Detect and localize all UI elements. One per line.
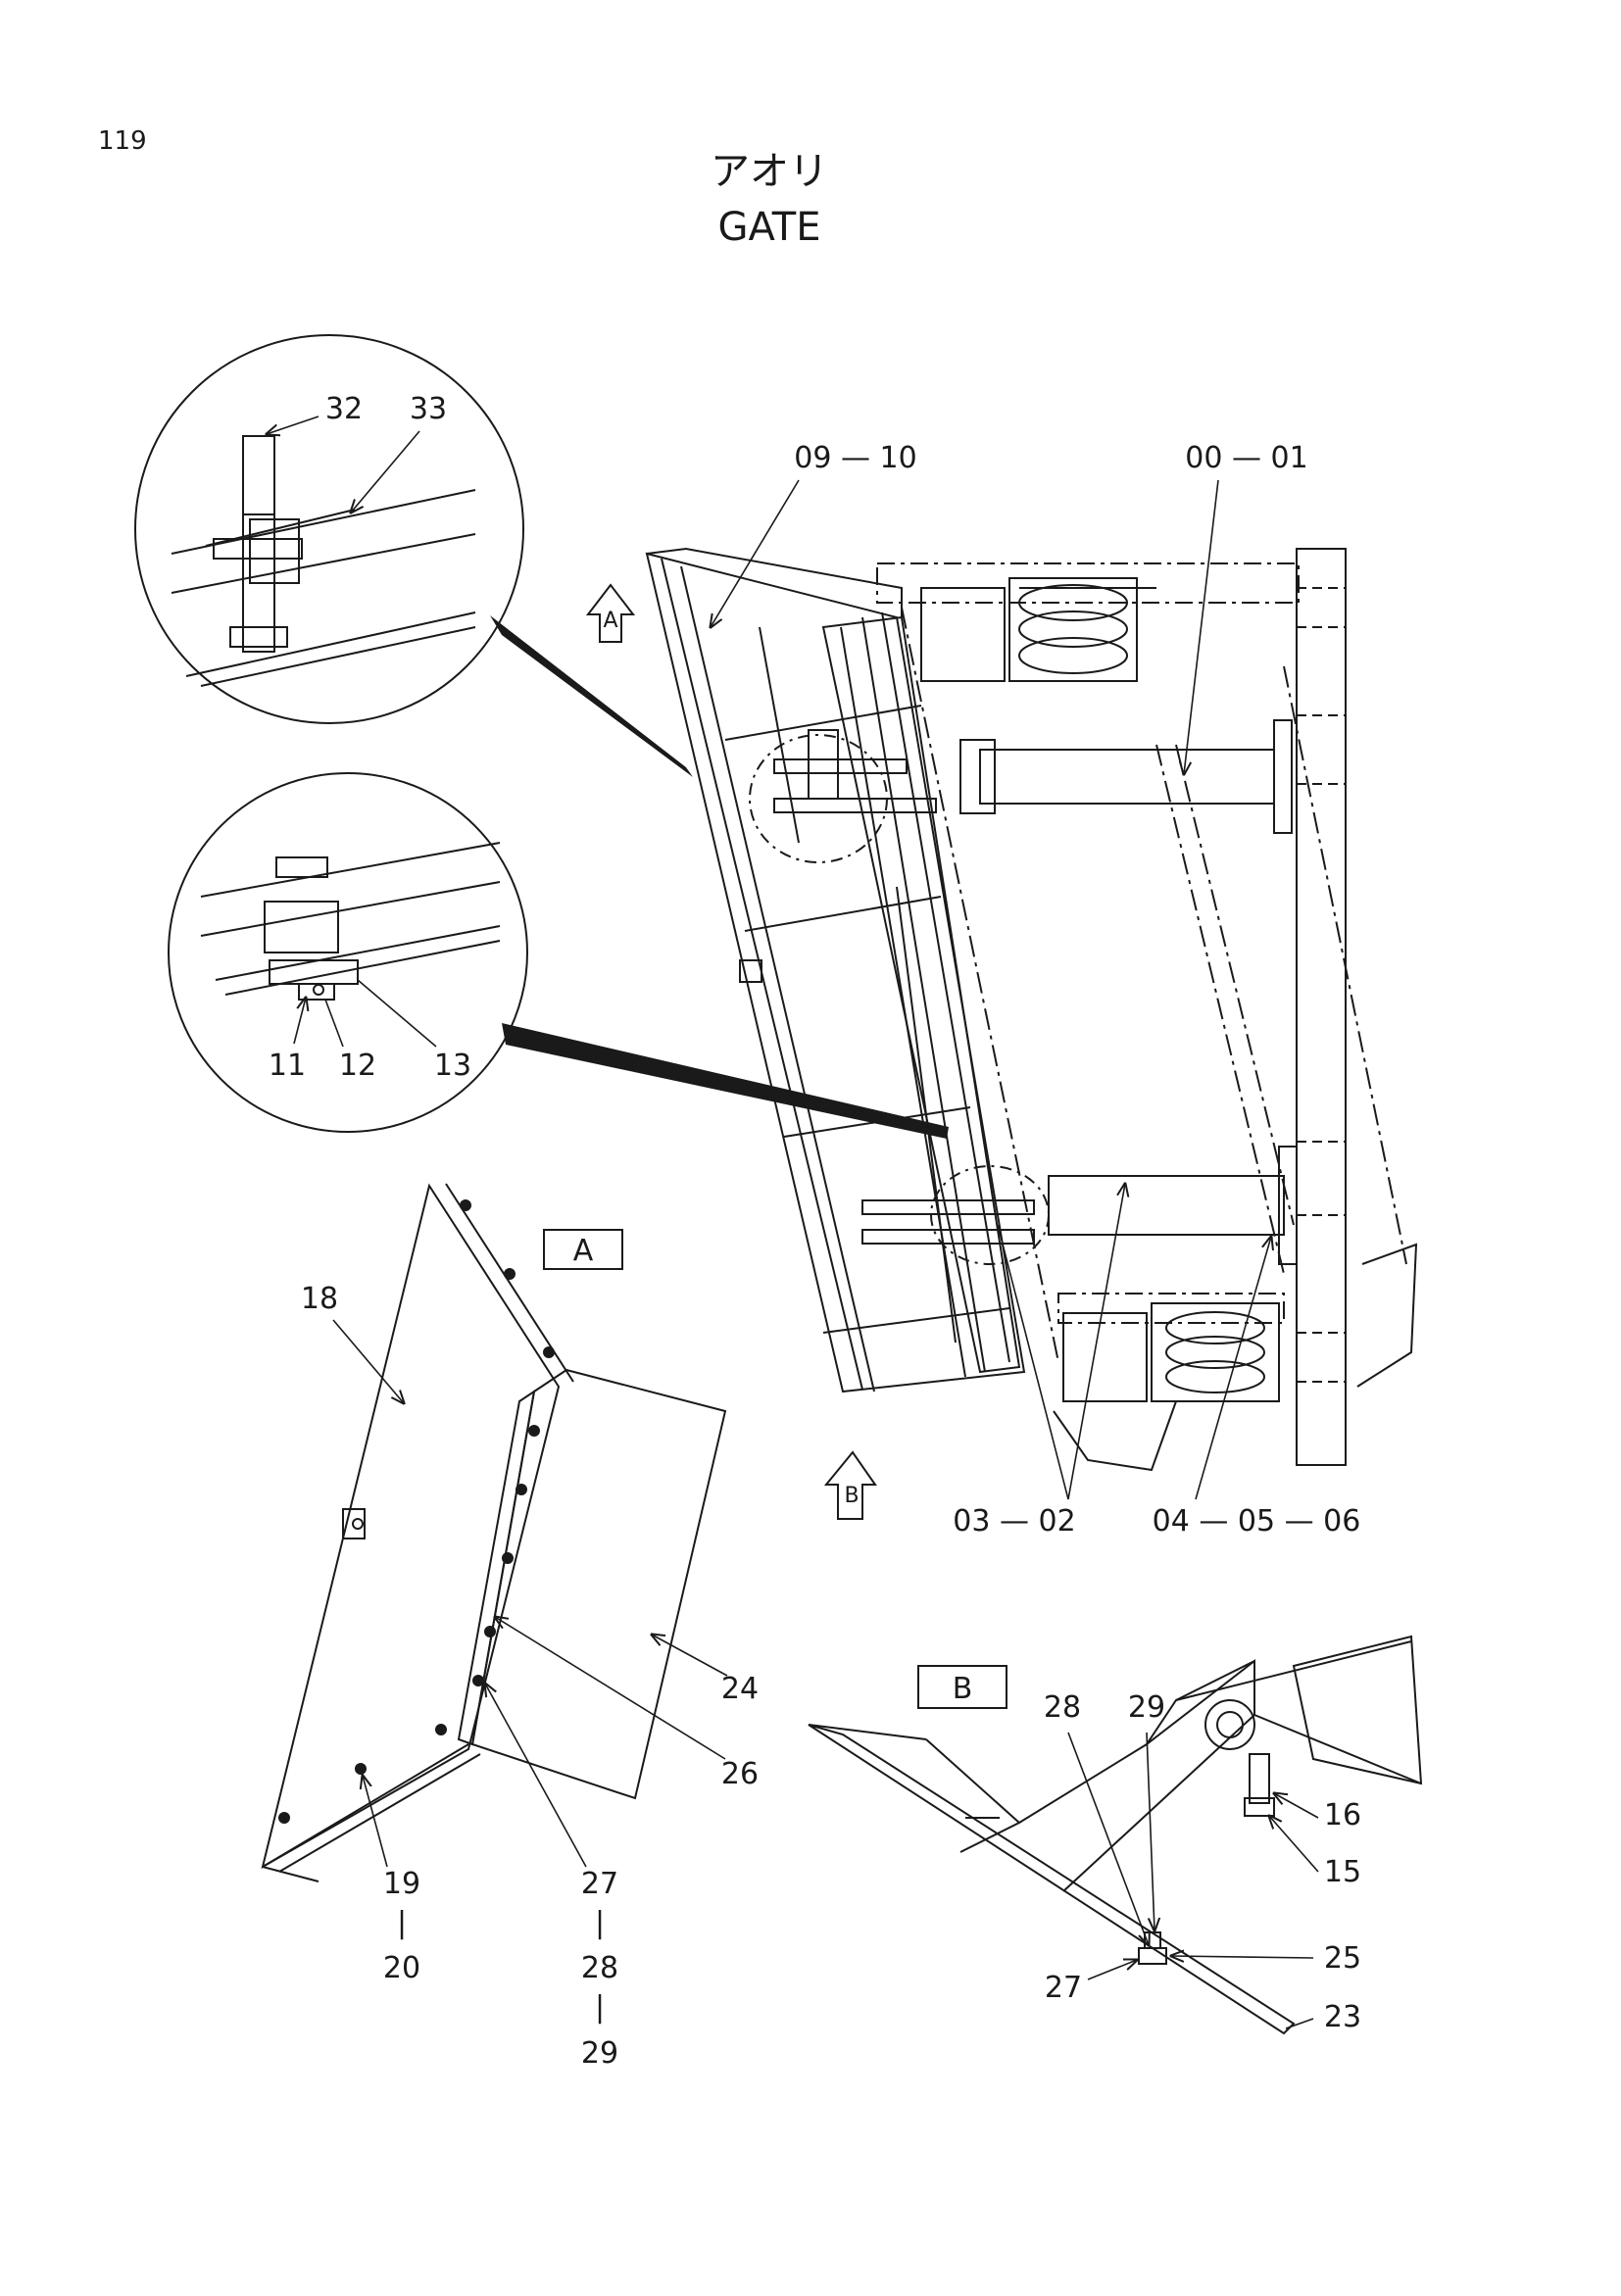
svg-text:27: 27 xyxy=(581,1867,618,1901)
callout-b-28: 28 xyxy=(1044,1690,1149,1945)
detail-circle-upper xyxy=(134,334,524,724)
callout-03-02: 03 — 02 xyxy=(953,1184,1125,1539)
svg-text:29: 29 xyxy=(1128,1690,1165,1725)
svg-text:24: 24 xyxy=(721,1672,759,1706)
view-a: A 18 24 xyxy=(261,1183,759,2071)
svg-text:13: 13 xyxy=(434,1049,471,1083)
view-marker-a: A xyxy=(585,583,636,643)
title-japanese: アオリ xyxy=(711,149,828,194)
svg-text:28: 28 xyxy=(581,1951,618,1985)
svg-text:18: 18 xyxy=(301,1282,338,1316)
view-b-box xyxy=(917,1665,1007,1709)
callout-b-15: 15 xyxy=(1269,1816,1361,1889)
view-b: B 28 29 16 xyxy=(808,1635,1423,2035)
svg-text:20: 20 xyxy=(383,1951,420,1985)
main-gate-assembly xyxy=(645,547,1418,1472)
svg-text:29: 29 xyxy=(581,2036,618,2071)
callout-24: 24 xyxy=(652,1635,759,1706)
callout-33: 33 xyxy=(351,392,447,513)
svg-text:A: A xyxy=(573,1234,594,1268)
svg-text:|: | xyxy=(397,1906,407,1940)
svg-text:09 — 10: 09 — 10 xyxy=(794,441,916,475)
callout-b-16: 16 xyxy=(1274,1793,1361,1832)
callout-b-23: 23 xyxy=(1285,2000,1361,2034)
svg-text:33: 33 xyxy=(410,392,447,426)
svg-text:04 — 05 — 06: 04 — 05 — 06 xyxy=(1153,1504,1361,1539)
callout-19-20: 19 | 20 xyxy=(363,1776,420,1985)
callout-26: 26 xyxy=(495,1617,759,1791)
svg-text:|: | xyxy=(595,1906,605,1940)
callout-b-29: 29 xyxy=(1128,1690,1165,1930)
svg-text:23: 23 xyxy=(1324,2000,1361,2034)
svg-text:25: 25 xyxy=(1324,1941,1361,1976)
svg-text:15: 15 xyxy=(1324,1855,1361,1889)
callout-00-01: 00 — 01 xyxy=(1184,441,1308,774)
callout-beam-upper xyxy=(490,615,693,777)
title-english: GATE xyxy=(718,205,821,250)
callout-32: 32 xyxy=(267,392,363,434)
callout-04-05-06: 04 — 05 — 06 xyxy=(1153,1237,1361,1539)
view-a-box xyxy=(543,1229,623,1270)
callout-beam-lower xyxy=(502,1023,949,1139)
svg-text:28: 28 xyxy=(1044,1690,1081,1725)
svg-text:19: 19 xyxy=(383,1867,420,1901)
callout-09-10: 09 — 10 xyxy=(711,441,917,627)
callout-11: 11 xyxy=(269,998,306,1083)
page-number: 119 xyxy=(98,126,147,156)
svg-text:|: | xyxy=(595,1990,605,2025)
svg-text:27: 27 xyxy=(1045,1971,1082,2005)
view-marker-b: B xyxy=(823,1450,877,1520)
svg-text:11: 11 xyxy=(269,1049,306,1083)
svg-text:12: 12 xyxy=(339,1049,376,1083)
svg-text:B: B xyxy=(953,1672,973,1706)
svg-text:03 — 02: 03 — 02 xyxy=(953,1504,1075,1539)
svg-text:A: A xyxy=(603,609,617,633)
detail-circle-lower xyxy=(168,772,528,1133)
svg-text:26: 26 xyxy=(721,1757,759,1791)
svg-text:32: 32 xyxy=(325,392,363,426)
callout-12: 12 xyxy=(324,999,376,1083)
callout-13: 13 xyxy=(357,979,471,1083)
callout-b-27: 27 xyxy=(1045,1960,1137,2005)
svg-text:00 — 01: 00 — 01 xyxy=(1185,441,1307,475)
svg-text:16: 16 xyxy=(1324,1798,1361,1832)
callout-18: 18 xyxy=(301,1282,404,1403)
svg-text:B: B xyxy=(844,1484,859,1508)
callout-27-28-29: 27 | 28 | 29 xyxy=(485,1684,618,2071)
callout-b-25: 25 xyxy=(1171,1941,1361,1976)
